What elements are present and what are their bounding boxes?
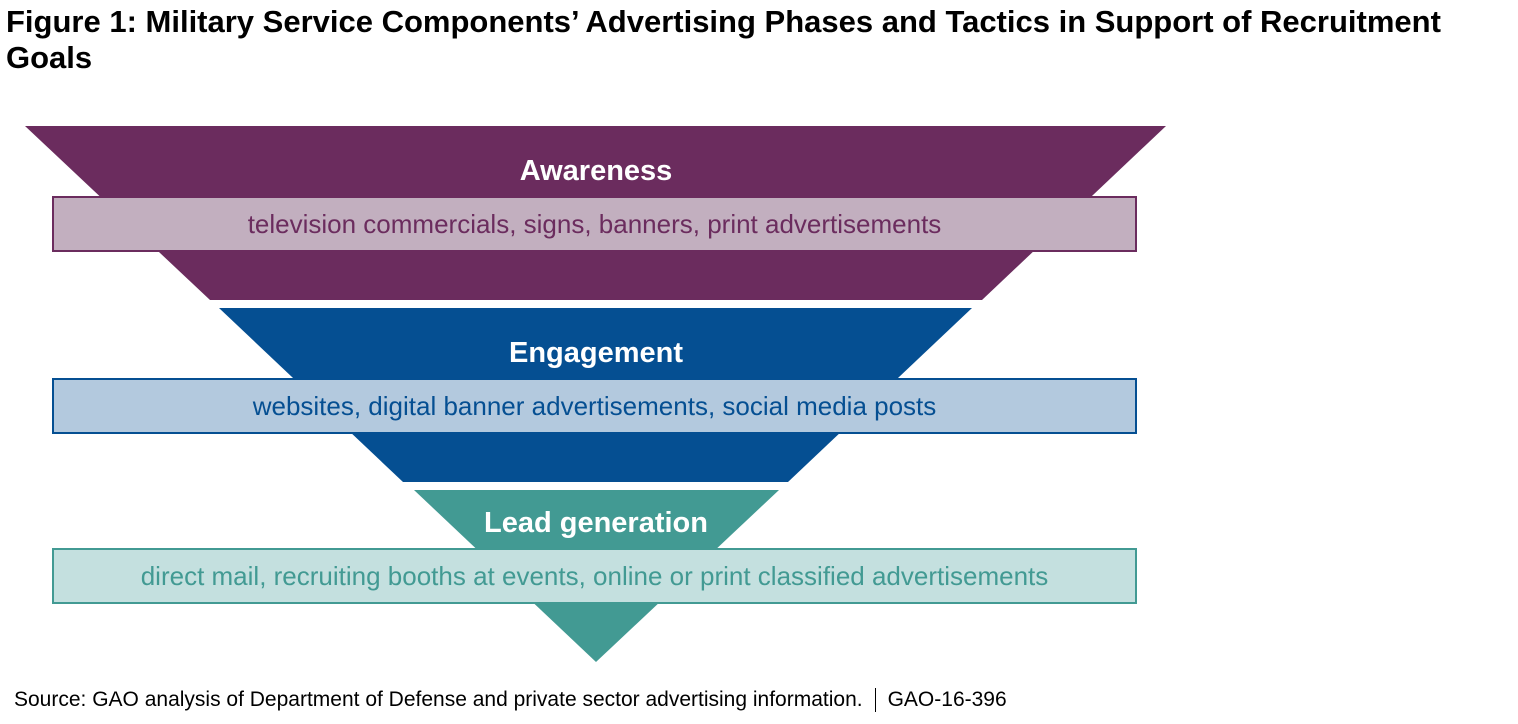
source-note: Source: GAO analysis of Department of De…	[14, 688, 1007, 713]
tactics-box-lead-generation: direct mail, recruiting booths at events…	[52, 548, 1137, 604]
tactics-box-awareness: television commercials, signs, banners, …	[52, 196, 1137, 252]
report-id: GAO-16-396	[887, 688, 1007, 711]
figure-title: Figure 1: Military Service Components’ A…	[6, 4, 1441, 75]
phase-label-engagement: Engagement	[508, 337, 684, 369]
phase-label-lead-generation: Lead generation	[484, 507, 708, 539]
separator	[874, 688, 876, 713]
source-text: Source: GAO analysis of Department of De…	[14, 688, 863, 711]
tactics-box-engagement: websites, digital banner advertisements,…	[52, 378, 1137, 434]
phase-label-awareness: Awareness	[519, 155, 673, 187]
